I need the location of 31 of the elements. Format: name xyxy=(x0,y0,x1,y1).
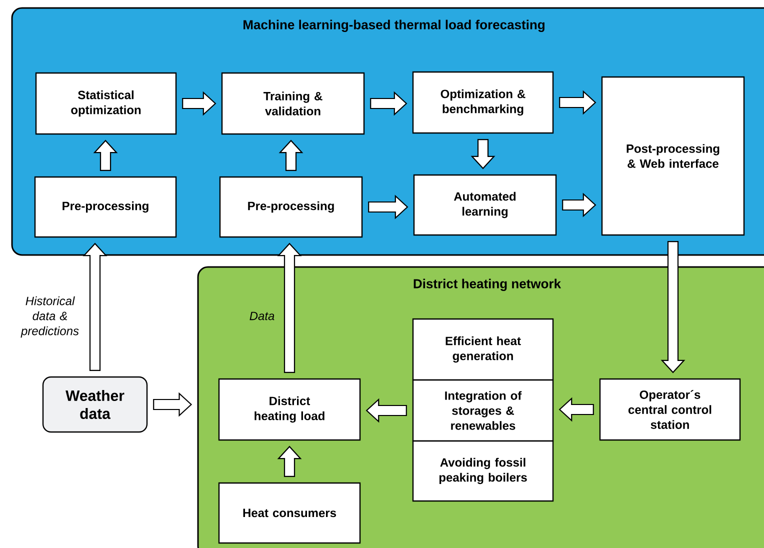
process-box: Operator´s central control station xyxy=(599,378,741,441)
process-box: Integration of storages & renewables xyxy=(412,379,554,442)
block-arrow xyxy=(277,242,302,373)
edge-label: Data xyxy=(250,312,274,320)
process-box: Statistical optimization xyxy=(35,72,177,135)
block-arrow xyxy=(558,397,594,422)
block-arrow xyxy=(277,446,302,477)
block-arrow xyxy=(368,194,408,220)
rounded-box: Weather data xyxy=(42,376,148,433)
process-box: Heat consumers xyxy=(218,482,361,544)
edge-label: Historical data & predictions xyxy=(20,296,79,338)
process-box: Avoiding fossil peaking boilers xyxy=(412,440,554,502)
block-arrow xyxy=(93,140,118,171)
process-box: Post-processing & Web interface xyxy=(601,76,745,236)
block-arrow xyxy=(660,241,686,374)
block-arrow xyxy=(366,398,407,423)
block-arrow xyxy=(153,392,192,417)
process-box: Automated learning xyxy=(413,174,557,236)
process-box: Efficient heat generation xyxy=(412,318,554,381)
block-arrow xyxy=(470,139,496,170)
process-box: Pre-processing xyxy=(219,176,363,238)
block-arrow xyxy=(278,140,304,171)
block-arrow xyxy=(182,91,216,116)
process-box: District heating load xyxy=(218,378,361,441)
block-arrow xyxy=(562,192,596,218)
block-arrow xyxy=(370,91,408,116)
block-arrow xyxy=(559,90,596,115)
process-box: Optimization & benchmarking xyxy=(412,71,554,134)
process-box: Pre-processing xyxy=(34,176,177,238)
process-box: Training & validation xyxy=(221,72,365,135)
block-arrow xyxy=(82,242,108,371)
